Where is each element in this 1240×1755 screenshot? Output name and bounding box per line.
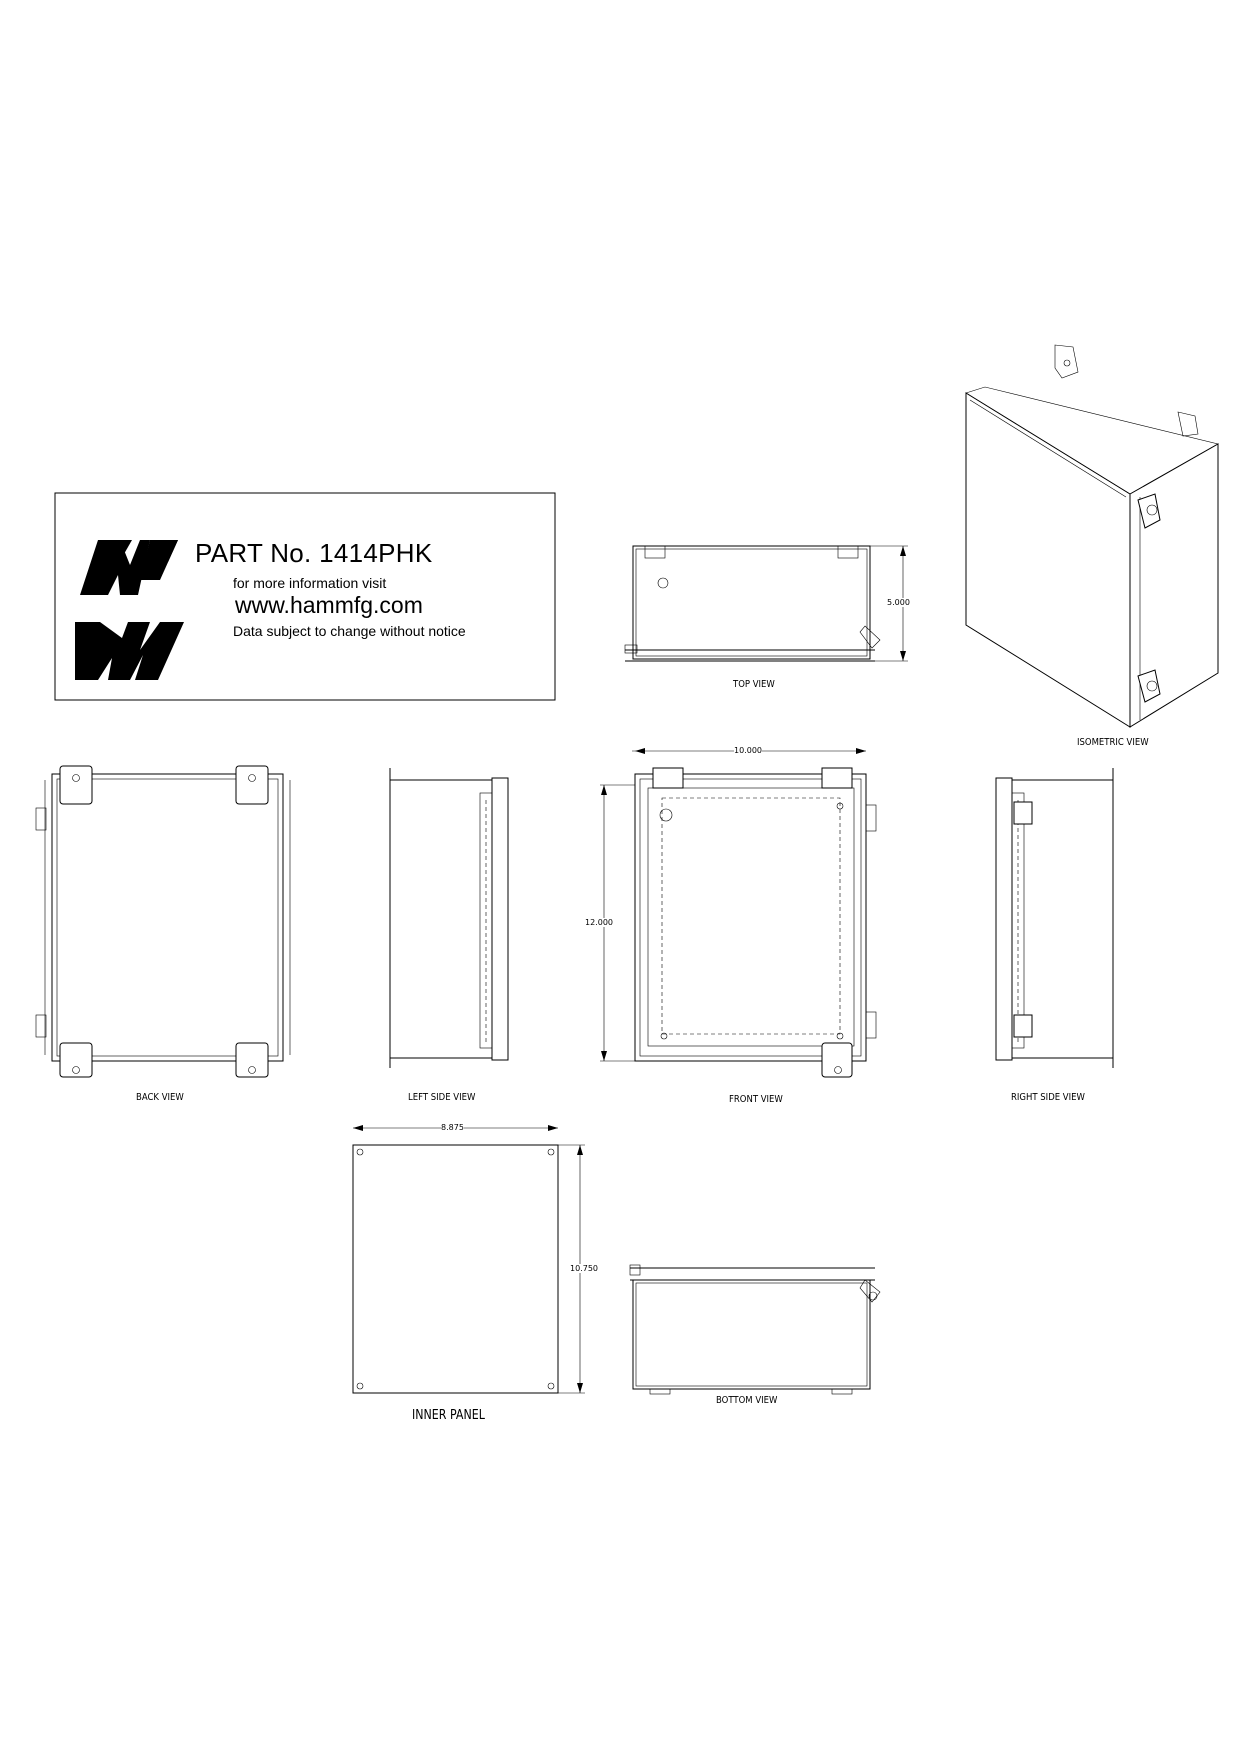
- front-view-drawing: [600, 748, 877, 1078]
- bottom-view-label: BOTTOM VIEW: [716, 1395, 778, 1406]
- top-view-drawing: [624, 545, 908, 662]
- part-number: PART No. 1414PHK: [195, 538, 433, 568]
- width-dimension: 10.000: [734, 746, 762, 755]
- right-side-view-label: RIGHT SIDE VIEW: [1011, 1092, 1085, 1103]
- inner-panel-drawing: [352, 1125, 585, 1394]
- bottom-view-drawing: [629, 1264, 881, 1395]
- hammond-logo: [75, 540, 184, 680]
- height-dimension: 12.000: [585, 918, 613, 927]
- info-line: for more information visit: [233, 575, 387, 591]
- right-side-view-drawing: [995, 768, 1114, 1068]
- panel-width-dimension: 8.875: [441, 1123, 464, 1132]
- back-view-label: BACK VIEW: [136, 1092, 184, 1103]
- title-block-frame: [54, 492, 556, 701]
- top-view-label: TOP VIEW: [733, 679, 775, 690]
- inner-panel-label: INNER PANEL: [412, 1408, 485, 1423]
- left-side-view-drawing: [389, 768, 509, 1068]
- back-view-drawing: [35, 765, 291, 1078]
- left-side-view-label: LEFT SIDE VIEW: [408, 1092, 476, 1103]
- website-link[interactable]: www.hammfg.com: [235, 592, 423, 618]
- depth-dimension: 5.000: [887, 598, 910, 607]
- disclaimer: Data subject to change without notice: [233, 623, 466, 639]
- front-view-label: FRONT VIEW: [729, 1094, 783, 1105]
- panel-height-dimension: 10.750: [570, 1264, 598, 1273]
- isometric-view-label: ISOMETRIC VIEW: [1077, 737, 1149, 748]
- isometric-view-drawing: [965, 344, 1219, 728]
